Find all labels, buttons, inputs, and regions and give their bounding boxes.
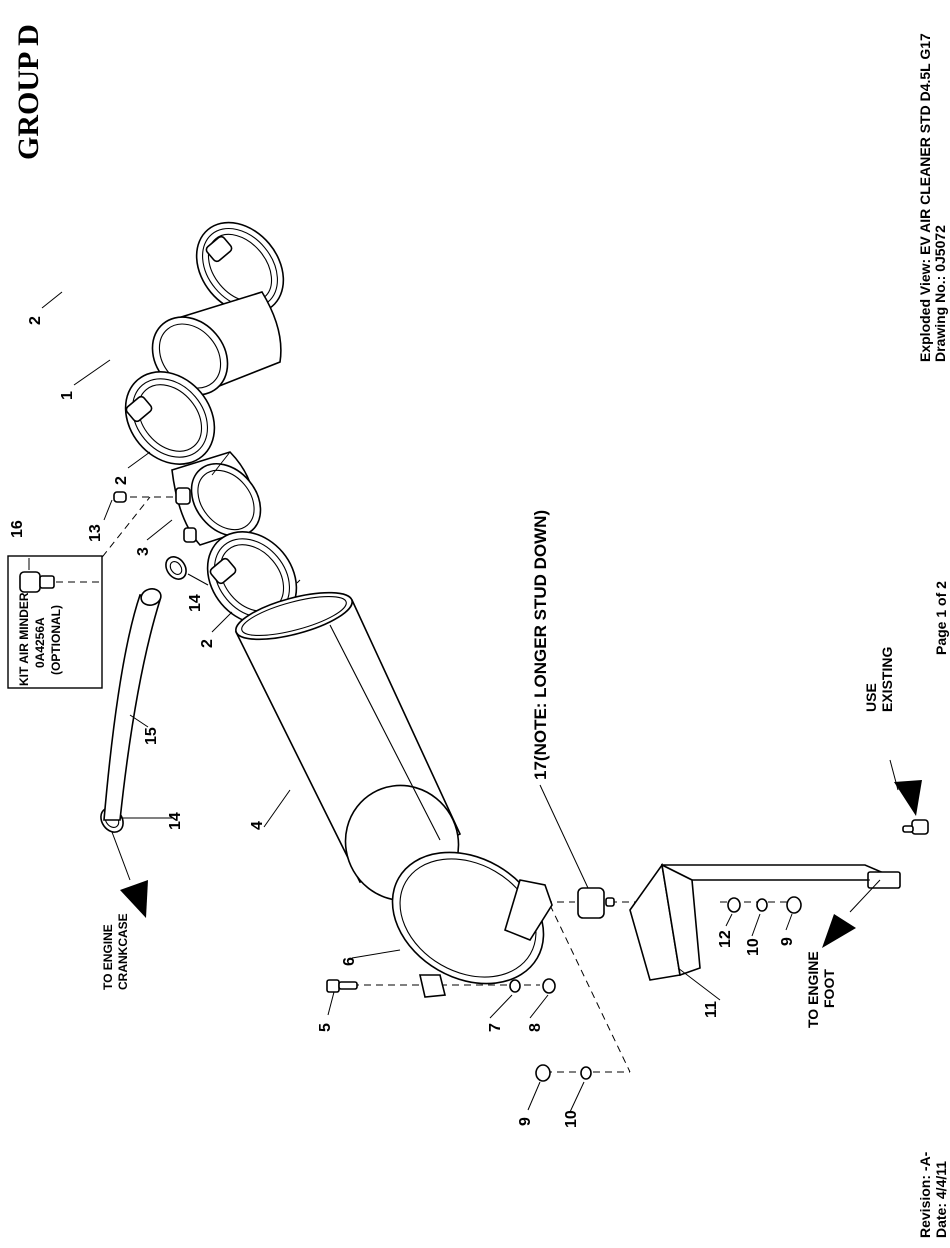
callout-2-top: 2: [27, 316, 44, 325]
arrow-to-crankcase: [112, 832, 148, 918]
exploded-view-title: Exploded View: EV AIR CLEANER STD D4.5L …: [917, 33, 933, 362]
washer-12: [728, 898, 740, 912]
plug-fitting: [114, 492, 126, 502]
callout-7: 7: [487, 1023, 504, 1032]
kit-line-2: 0A4256A: [33, 617, 47, 668]
nut-9-upper: [787, 897, 801, 913]
nut-8: [543, 979, 555, 993]
arrow-use-existing: [890, 760, 922, 816]
breather-hose: [104, 587, 163, 820]
bolt-5: [327, 980, 357, 992]
revision-label: Revision: -A-: [917, 1151, 933, 1238]
mounting-bracket: [630, 865, 900, 980]
callout-2-lower: 2: [199, 639, 216, 648]
nut-9-lower: [536, 1065, 550, 1081]
callout-8: 8: [527, 1023, 544, 1032]
callout-14-upper: 14: [187, 594, 204, 612]
callout-16: 16: [9, 520, 26, 538]
drawing-number: Drawing No.: 0J5072: [932, 225, 948, 362]
arrow-to-foot: [822, 880, 880, 948]
note-use-existing-2: EXISTING: [879, 647, 895, 712]
kit-line-1: KIT AIR MINDER: [17, 592, 31, 686]
callout-2-middle: 2: [113, 476, 130, 485]
callout-1: 1: [59, 391, 76, 400]
callout-10-lower: 10: [563, 1110, 580, 1128]
note-to-engine-foot-2: FOOT: [821, 969, 837, 1008]
existing-bolt: [903, 820, 928, 834]
page-number: Page 1 of 2: [933, 581, 949, 655]
note-to-engine-crankcase-1: TO ENGINE: [101, 924, 115, 990]
washer-10-lower: [581, 1067, 591, 1079]
callout-5: 5: [317, 1023, 334, 1032]
callout-11: 11: [703, 1001, 720, 1018]
date-label: Date: 4/4/11: [933, 1161, 949, 1238]
callout-17: 17(NOTE: LONGER STUD DOWN): [531, 510, 550, 780]
callout-4: 4: [249, 821, 266, 830]
callout-9-upper: 9: [779, 937, 796, 946]
kit-line-3: (OPTIONAL): [49, 605, 63, 675]
isolator-stud: [578, 888, 614, 918]
callout-3: 3: [135, 547, 152, 556]
callout-10-upper: 10: [745, 938, 762, 956]
callout-14-lower: 14: [167, 812, 184, 830]
kit-air-minder-box: KIT AIR MINDER 0A4256A (OPTIONAL): [8, 556, 102, 688]
washer-7: [510, 980, 520, 992]
note-to-engine-foot-1: TO ENGINE: [805, 951, 821, 1028]
callout-13: 13: [87, 524, 104, 542]
washer-10-upper: [757, 899, 767, 911]
note-use-existing-1: USE: [863, 683, 879, 712]
group-label: GROUP D: [12, 24, 45, 160]
callout-12: 12: [717, 930, 734, 948]
callout-6: 6: [341, 957, 358, 966]
note-to-engine-crankcase-2: CRANKCASE: [116, 913, 130, 990]
small-clamp-upper: [162, 553, 191, 583]
callout-9-lower: 9: [517, 1117, 534, 1126]
callout-15: 15: [143, 727, 160, 745]
